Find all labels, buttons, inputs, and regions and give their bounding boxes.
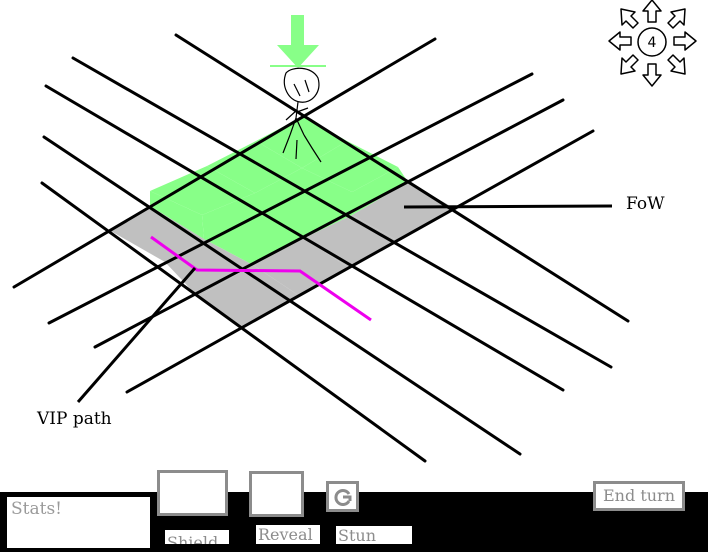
grid-lines	[12, 33, 630, 463]
revealed-tile[interactable]	[150, 191, 204, 239]
moves-remaining-count: 4	[648, 35, 657, 51]
stun-ability-button[interactable]	[326, 481, 359, 512]
fow-pointer-line	[403, 204, 613, 209]
stun-label: Stun	[336, 526, 412, 544]
stats-panel: Stats!	[7, 497, 150, 548]
revealed-tile[interactable]	[150, 166, 255, 215]
fog-tile[interactable]	[253, 238, 349, 295]
fog-tile[interactable]	[352, 182, 454, 241]
fow-annotation: FoW	[626, 194, 665, 214]
fog-tile[interactable]	[304, 215, 398, 268]
spawn-arrow-icon	[270, 15, 326, 68]
revealed-tile[interactable]	[255, 168, 352, 238]
vip-path-line	[150, 235, 372, 322]
fog-tile[interactable]	[198, 265, 298, 327]
revealed-tile[interactable]	[202, 193, 304, 265]
reveal-label: Reveal	[256, 525, 320, 544]
revealed-tile[interactable]	[207, 141, 302, 193]
shield-label: Shield	[165, 530, 229, 544]
vip-path-annotation: VIP path	[37, 409, 112, 429]
fog-tile[interactable]	[109, 206, 204, 262]
vip-unit-figure[interactable]	[282, 67, 322, 163]
vip-pointer-line	[76, 267, 197, 403]
move-compass-icon[interactable]	[608, 0, 697, 87]
shield-ability-button[interactable]	[157, 470, 228, 516]
stun-icon	[334, 488, 351, 506]
end-turn-button[interactable]: End turn	[593, 481, 685, 511]
reveal-ability-button[interactable]	[249, 471, 304, 517]
